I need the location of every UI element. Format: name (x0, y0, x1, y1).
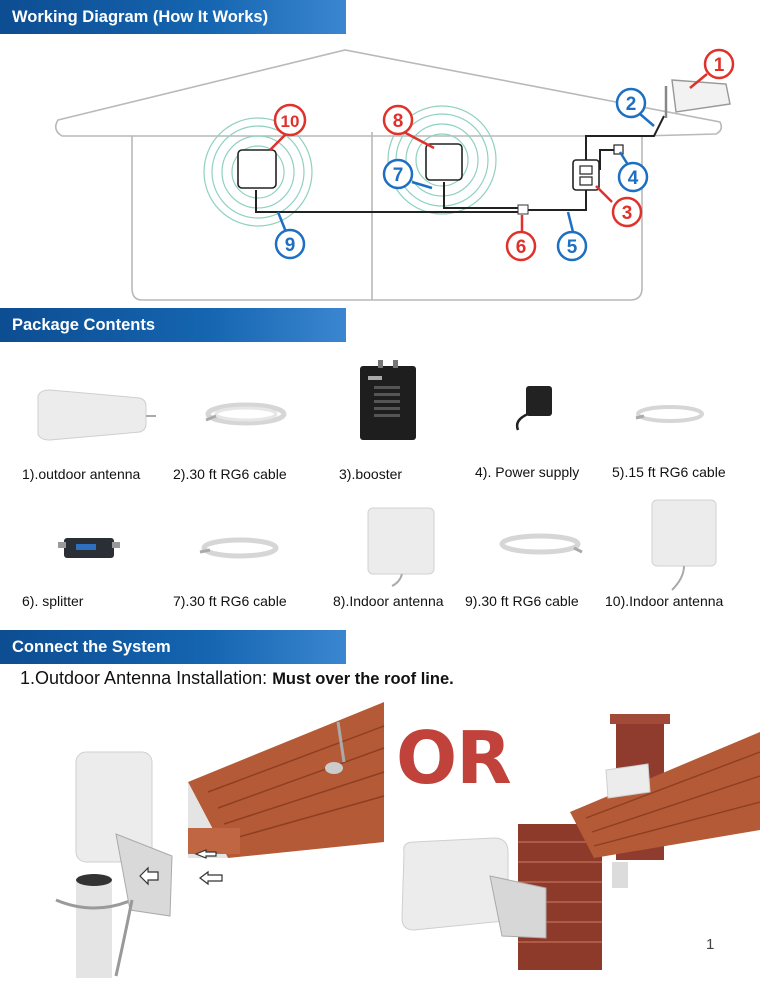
diagram-label-10: 10 (273, 103, 307, 137)
arrow-icons (139, 849, 223, 886)
section-banner-working-diagram: Working Diagram (How It Works) (0, 0, 346, 34)
page-number: 1 (706, 936, 715, 953)
booster-detail (579, 176, 593, 186)
package-label-8: 8).Indoor antenna (333, 593, 444, 609)
booster-detail (579, 165, 593, 175)
cable-30ft-image-c (499, 533, 583, 555)
cable-30ft-image-b (199, 537, 279, 559)
svg-text:5: 5 (567, 237, 578, 258)
diagram-label-2: 2 (615, 87, 647, 119)
install-step-text: 1.Outdoor Antenna Installation: (20, 668, 273, 688)
label-pointers-red (269, 73, 708, 234)
package-label-7: 7).30 ft RG6 cable (173, 593, 287, 609)
package-label-1: 1).outdoor antenna (22, 466, 141, 482)
package-label-5: 5).15 ft RG6 cable (612, 464, 726, 480)
diagram-label-9: 9 (274, 228, 306, 260)
section-banner-package-contents: Package Contents (0, 308, 346, 342)
cables (255, 115, 665, 213)
diagram-label-5: 5 (556, 230, 588, 262)
svg-text:3: 3 (622, 203, 633, 224)
package-label-4: 4). Power supply (475, 464, 580, 480)
svg-text:7: 7 (393, 165, 404, 186)
package-label-9: 9).30 ft RG6 cable (465, 593, 579, 609)
diagram-label-7: 7 (382, 158, 414, 190)
diagram-label-1: 1 (703, 48, 735, 80)
power-supply-shape (613, 144, 624, 155)
indoor-antenna-8-shape (425, 143, 463, 181)
package-label-2: 2).30 ft RG6 cable (173, 466, 287, 482)
outdoor-antenna-image (37, 389, 156, 441)
install-instruction: 1.Outdoor Antenna Installation: Must ove… (20, 668, 454, 689)
splitter-shape (517, 204, 529, 215)
package-label-3: 3).booster (339, 466, 403, 482)
cable-15ft-image (635, 405, 704, 423)
svg-text:10: 10 (281, 112, 300, 131)
splitter-image (58, 538, 120, 558)
install-note: Must over the roof line. (272, 670, 454, 688)
package-label-6: 6). splitter (22, 593, 84, 609)
package-label-10: 10).Indoor antenna (605, 593, 724, 609)
diagram-label-8: 8 (382, 104, 414, 136)
svg-text:2: 2 (626, 94, 637, 115)
or-separator: OR (396, 716, 512, 800)
section-banner-connect-system: Connect the System (0, 630, 346, 664)
power-supply-image (515, 386, 552, 431)
svg-text:8: 8 (393, 111, 404, 132)
diagram-label-6: 6 (505, 230, 537, 262)
svg-text:1: 1 (714, 55, 725, 76)
outdoor-antenna-shape (671, 79, 731, 113)
indoor-antenna-image-b (651, 499, 717, 591)
chimney-mount-illustration (570, 714, 760, 888)
indoor-antenna-10-shape (237, 149, 277, 189)
signal-waves-left (203, 117, 313, 227)
roof-mount-illustration (188, 702, 385, 858)
svg-text:9: 9 (285, 235, 296, 256)
indoor-antenna-image-a (367, 507, 435, 587)
booster-image (360, 360, 416, 440)
svg-text:4: 4 (628, 168, 639, 189)
diagram-label-3: 3 (611, 196, 643, 228)
svg-text:6: 6 (516, 237, 527, 258)
working-diagram: 1 2 3 4 5 6 7 8 9 10 (54, 48, 735, 301)
diagram-label-4: 4 (617, 161, 649, 193)
cable-30ft-image-a (205, 402, 287, 426)
wall-mount-illustration (401, 824, 602, 970)
